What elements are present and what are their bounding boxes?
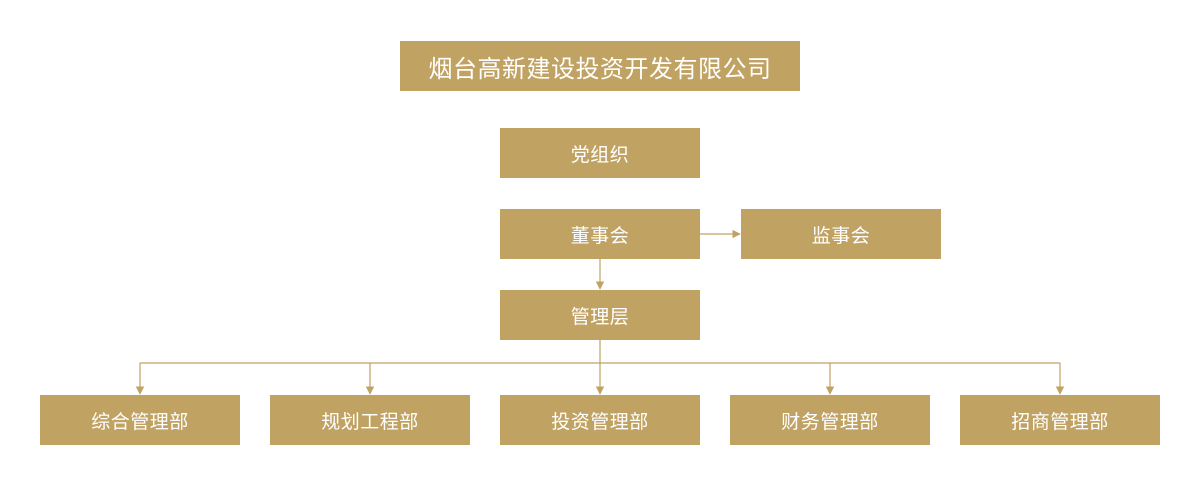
company-name-box: 烟台高新建设投资开发有限公司 (400, 41, 800, 91)
department-box-finance: 财务管理部 (730, 395, 930, 445)
management-box: 管理层 (500, 290, 700, 340)
party-organization-box: 党组织 (500, 128, 700, 178)
board-of-directors-box: 董事会 (500, 209, 700, 259)
supervisory-board-box: 监事会 (741, 209, 941, 259)
department-box-planning-engineering: 规划工程部 (270, 395, 470, 445)
department-box-investment-promotion: 招商管理部 (960, 395, 1160, 445)
department-box-investment: 投资管理部 (500, 395, 700, 445)
department-box-general-affairs: 综合管理部 (40, 395, 240, 445)
